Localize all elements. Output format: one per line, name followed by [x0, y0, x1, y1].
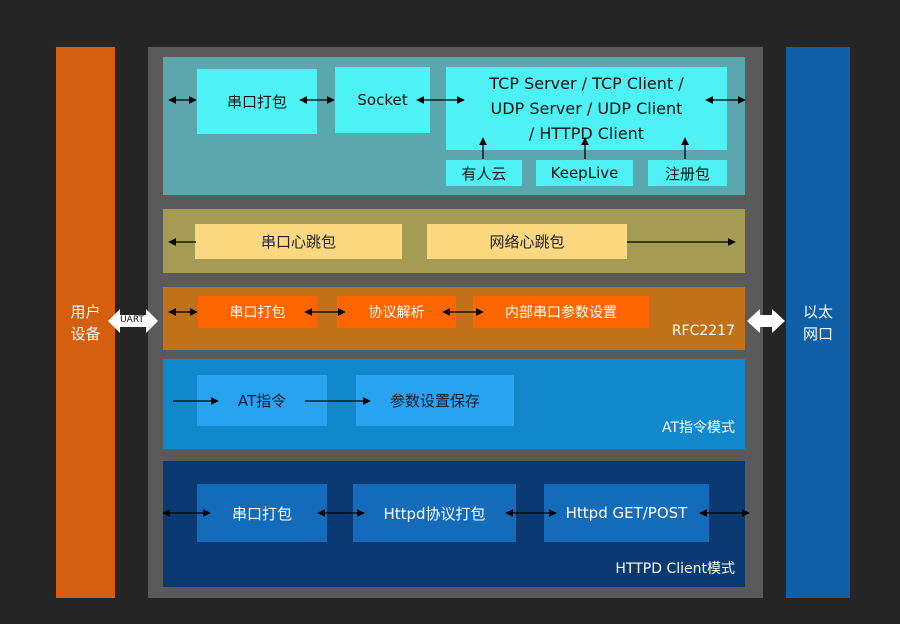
- rfc2217-caption: RFC2217: [671, 323, 735, 339]
- user-device-bar: 用户 设备: [56, 47, 115, 598]
- serial-pack-box-3: 串口打包: [198, 296, 317, 328]
- modes-box: TCP Server / TCP Client / UDP Server / U…: [446, 67, 727, 150]
- serial-pack-box-5: 串口打包: [197, 484, 327, 542]
- at-mode-caption: AT指令模式: [661, 420, 735, 436]
- keeplive-box: KeepLive: [536, 160, 633, 186]
- user-device-label: 用户 设备: [70, 302, 101, 343]
- httpd-mode-caption: HTTPD Client模式: [615, 561, 735, 577]
- net-heartbeat-box: 网络心跳包: [427, 224, 627, 259]
- register-box: 注册包: [648, 160, 727, 186]
- httpd-get-post-box: Httpd GET/POST: [544, 484, 709, 542]
- serial-pack-box-1: 串口打包: [197, 69, 317, 134]
- httpd-pack-box: Httpd协议打包: [353, 484, 516, 542]
- ethernet-port-bar: 以太 网口: [786, 47, 850, 598]
- cloud-box: 有人云: [446, 160, 522, 186]
- internal-params-box: 内部串口参数设置: [473, 296, 649, 328]
- param-save-box: 参数设置保存: [356, 375, 514, 426]
- ethernet-double-arrow: [747, 309, 785, 333]
- protocol-parse-box: 协议解析: [337, 296, 456, 328]
- ethernet-port-label: 以太 网口: [802, 302, 833, 343]
- uart-label: UART: [114, 315, 150, 326]
- socket-box: Socket: [335, 67, 430, 133]
- serial-heartbeat-box: 串口心跳包: [195, 224, 402, 259]
